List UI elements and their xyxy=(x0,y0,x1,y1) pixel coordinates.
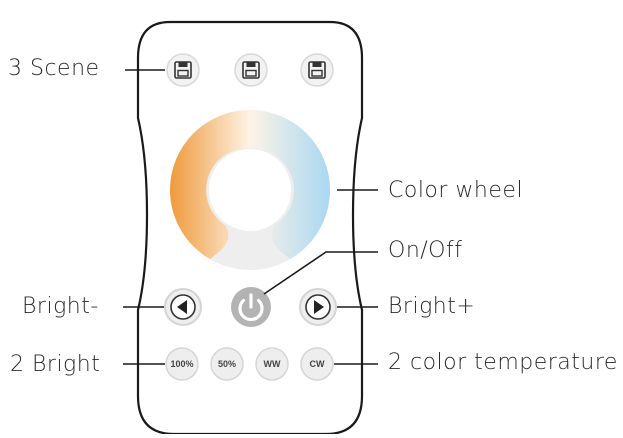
bright-plus-label: Bright+ xyxy=(388,294,476,319)
ww-label: WW xyxy=(264,359,281,369)
right-arrow-icon xyxy=(314,300,324,314)
two-color-temp-label: 2 color temperature xyxy=(388,350,618,375)
scene-button-2[interactable] xyxy=(234,53,268,87)
floppy-disk-icon xyxy=(308,61,326,79)
floppy-disk-icon xyxy=(174,61,192,79)
cw-label: CW xyxy=(310,359,325,369)
ww-button[interactable]: WW xyxy=(255,347,289,381)
color-wheel[interactable] xyxy=(170,110,330,270)
scene-button-3[interactable] xyxy=(300,53,334,87)
color-wheel-label: Color wheel xyxy=(388,178,524,203)
bright-50-button[interactable]: 50% xyxy=(210,347,244,381)
bright-minus-label: Bright- xyxy=(22,294,99,319)
left-arrow-icon xyxy=(177,300,187,314)
on-off-leader-line xyxy=(263,251,378,295)
scene-label: 3 Scene xyxy=(8,56,100,81)
bright-100-label: 100% xyxy=(170,359,193,369)
bright-100-button[interactable]: 100% xyxy=(165,347,199,381)
bright-plus-button[interactable] xyxy=(299,288,337,326)
two-bright-label: 2 Bright xyxy=(10,352,101,377)
scene-button-1[interactable] xyxy=(166,53,200,87)
bright-minus-button[interactable] xyxy=(164,288,202,326)
power-icon xyxy=(238,293,264,322)
floppy-disk-icon xyxy=(242,61,260,79)
power-button[interactable] xyxy=(231,287,271,327)
bright-50-label: 50% xyxy=(218,359,236,369)
on-off-label: On/Off xyxy=(388,238,463,263)
cw-button[interactable]: CW xyxy=(300,347,334,381)
